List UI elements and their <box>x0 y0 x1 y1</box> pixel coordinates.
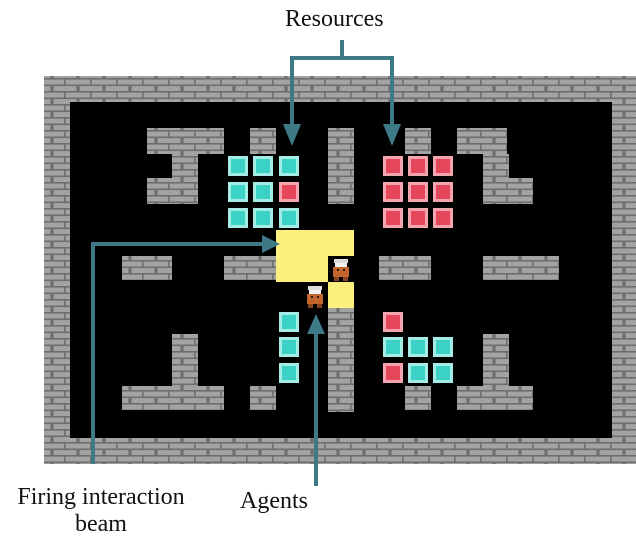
arrow-head-icon <box>307 314 325 334</box>
red-resource <box>383 182 403 202</box>
cyan-resource-cluster-top <box>228 156 299 228</box>
inner-walls <box>122 128 559 412</box>
beam-label-line2: beam <box>75 511 127 537</box>
red-resource <box>383 312 403 332</box>
red-resource <box>408 182 428 202</box>
cyan-resource <box>279 337 299 357</box>
red-resource <box>433 208 453 228</box>
cyan-resource <box>279 363 299 383</box>
red-resource <box>279 182 299 202</box>
cyan-resource <box>433 337 453 357</box>
cyan-resource <box>279 208 299 228</box>
cyan-resource <box>408 363 428 383</box>
red-resource <box>383 208 403 228</box>
arrow-head-icon <box>283 124 301 146</box>
red-resource <box>433 182 453 202</box>
cyan-resource <box>383 337 403 357</box>
cyan-resource <box>253 208 273 228</box>
arrow-head-icon <box>383 124 401 146</box>
cyan-resource-cluster-bottom <box>279 312 299 383</box>
red-resource <box>408 208 428 228</box>
cyan-resource <box>253 156 273 176</box>
cyan-resource <box>408 337 428 357</box>
cyan-resource <box>279 156 299 176</box>
agents-label: Agents <box>240 488 308 514</box>
cyan-resource <box>228 208 248 228</box>
cyan-resource <box>279 312 299 332</box>
cyan-resource <box>433 363 453 383</box>
interaction-beam <box>276 230 354 308</box>
arrow-heads <box>262 124 401 334</box>
cyan-resource <box>228 156 248 176</box>
red-resource-cluster-top <box>383 156 453 228</box>
red-resource <box>383 156 403 176</box>
beam-label: Firing interaction beam <box>0 484 202 538</box>
arrow-head-icon <box>262 235 280 253</box>
cyan-resource <box>228 182 248 202</box>
beam-label-line1: Firing interaction <box>17 484 185 510</box>
annotation-arrows <box>91 40 394 486</box>
resources-label: Resources <box>285 6 384 32</box>
red-resource <box>383 363 403 383</box>
red-resource <box>408 156 428 176</box>
red-resource <box>433 156 453 176</box>
beam-pointer <box>91 242 262 464</box>
cyan-resource <box>253 182 273 202</box>
